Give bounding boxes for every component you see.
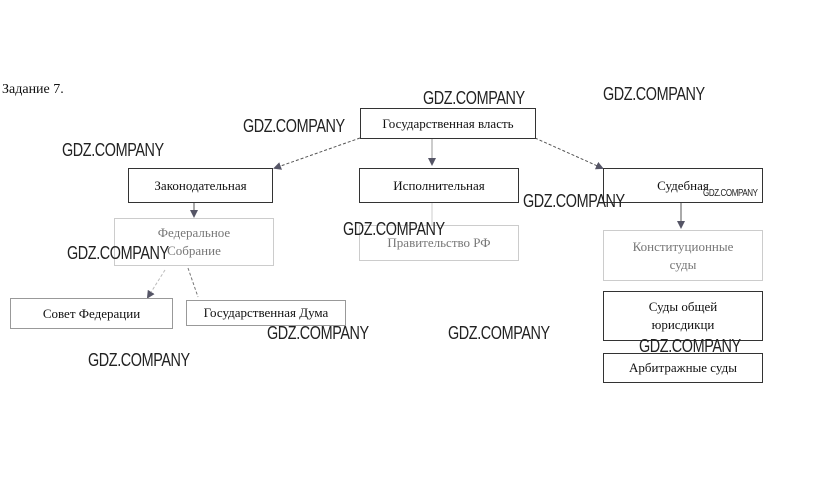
node-legislative: Законодательная	[128, 168, 273, 203]
arrow-assembly-council	[146, 269, 166, 299]
node-state-power: Государственная власть	[360, 108, 536, 139]
node-federation-council: Совет Федерации	[10, 298, 173, 329]
watermark: GDZ.COMPANY	[603, 84, 705, 104]
arrow-assembly-duma	[187, 267, 199, 298]
watermark: GDZ.COMPANY	[639, 336, 741, 356]
watermark: GDZ.COMPANY	[448, 323, 550, 343]
watermark: GDZ.COMPANY	[703, 188, 758, 199]
node-general-courts: Суды общей юрисдикци	[603, 291, 763, 341]
node-arbitration-courts: Арбитражные суды	[603, 353, 763, 383]
watermark: GDZ.COMPANY	[343, 219, 445, 239]
arrow-root-legislative	[273, 137, 361, 170]
node-federal-assembly: Федеральное Собрание	[114, 218, 274, 266]
node-judicial: Судебная	[603, 168, 763, 203]
arrow-root-judicial	[534, 137, 604, 170]
node-executive: Исполнительная	[359, 168, 519, 203]
node-government: Правительство РФ	[359, 225, 519, 261]
watermark: GDZ.COMPANY	[88, 350, 190, 370]
watermark: GDZ.COMPANY	[523, 191, 625, 211]
watermark: GDZ.COMPANY	[67, 243, 169, 263]
node-state-duma: Государственная Дума	[186, 300, 346, 326]
watermark: GDZ.COMPANY	[62, 140, 164, 160]
task-title: Задание 7.	[2, 82, 64, 97]
watermark: GDZ.COMPANY	[243, 116, 345, 136]
watermark: GDZ.COMPANY	[267, 323, 369, 343]
watermark: GDZ.COMPANY	[423, 88, 525, 108]
node-constitutional-courts: Конституционные суды	[603, 230, 763, 281]
